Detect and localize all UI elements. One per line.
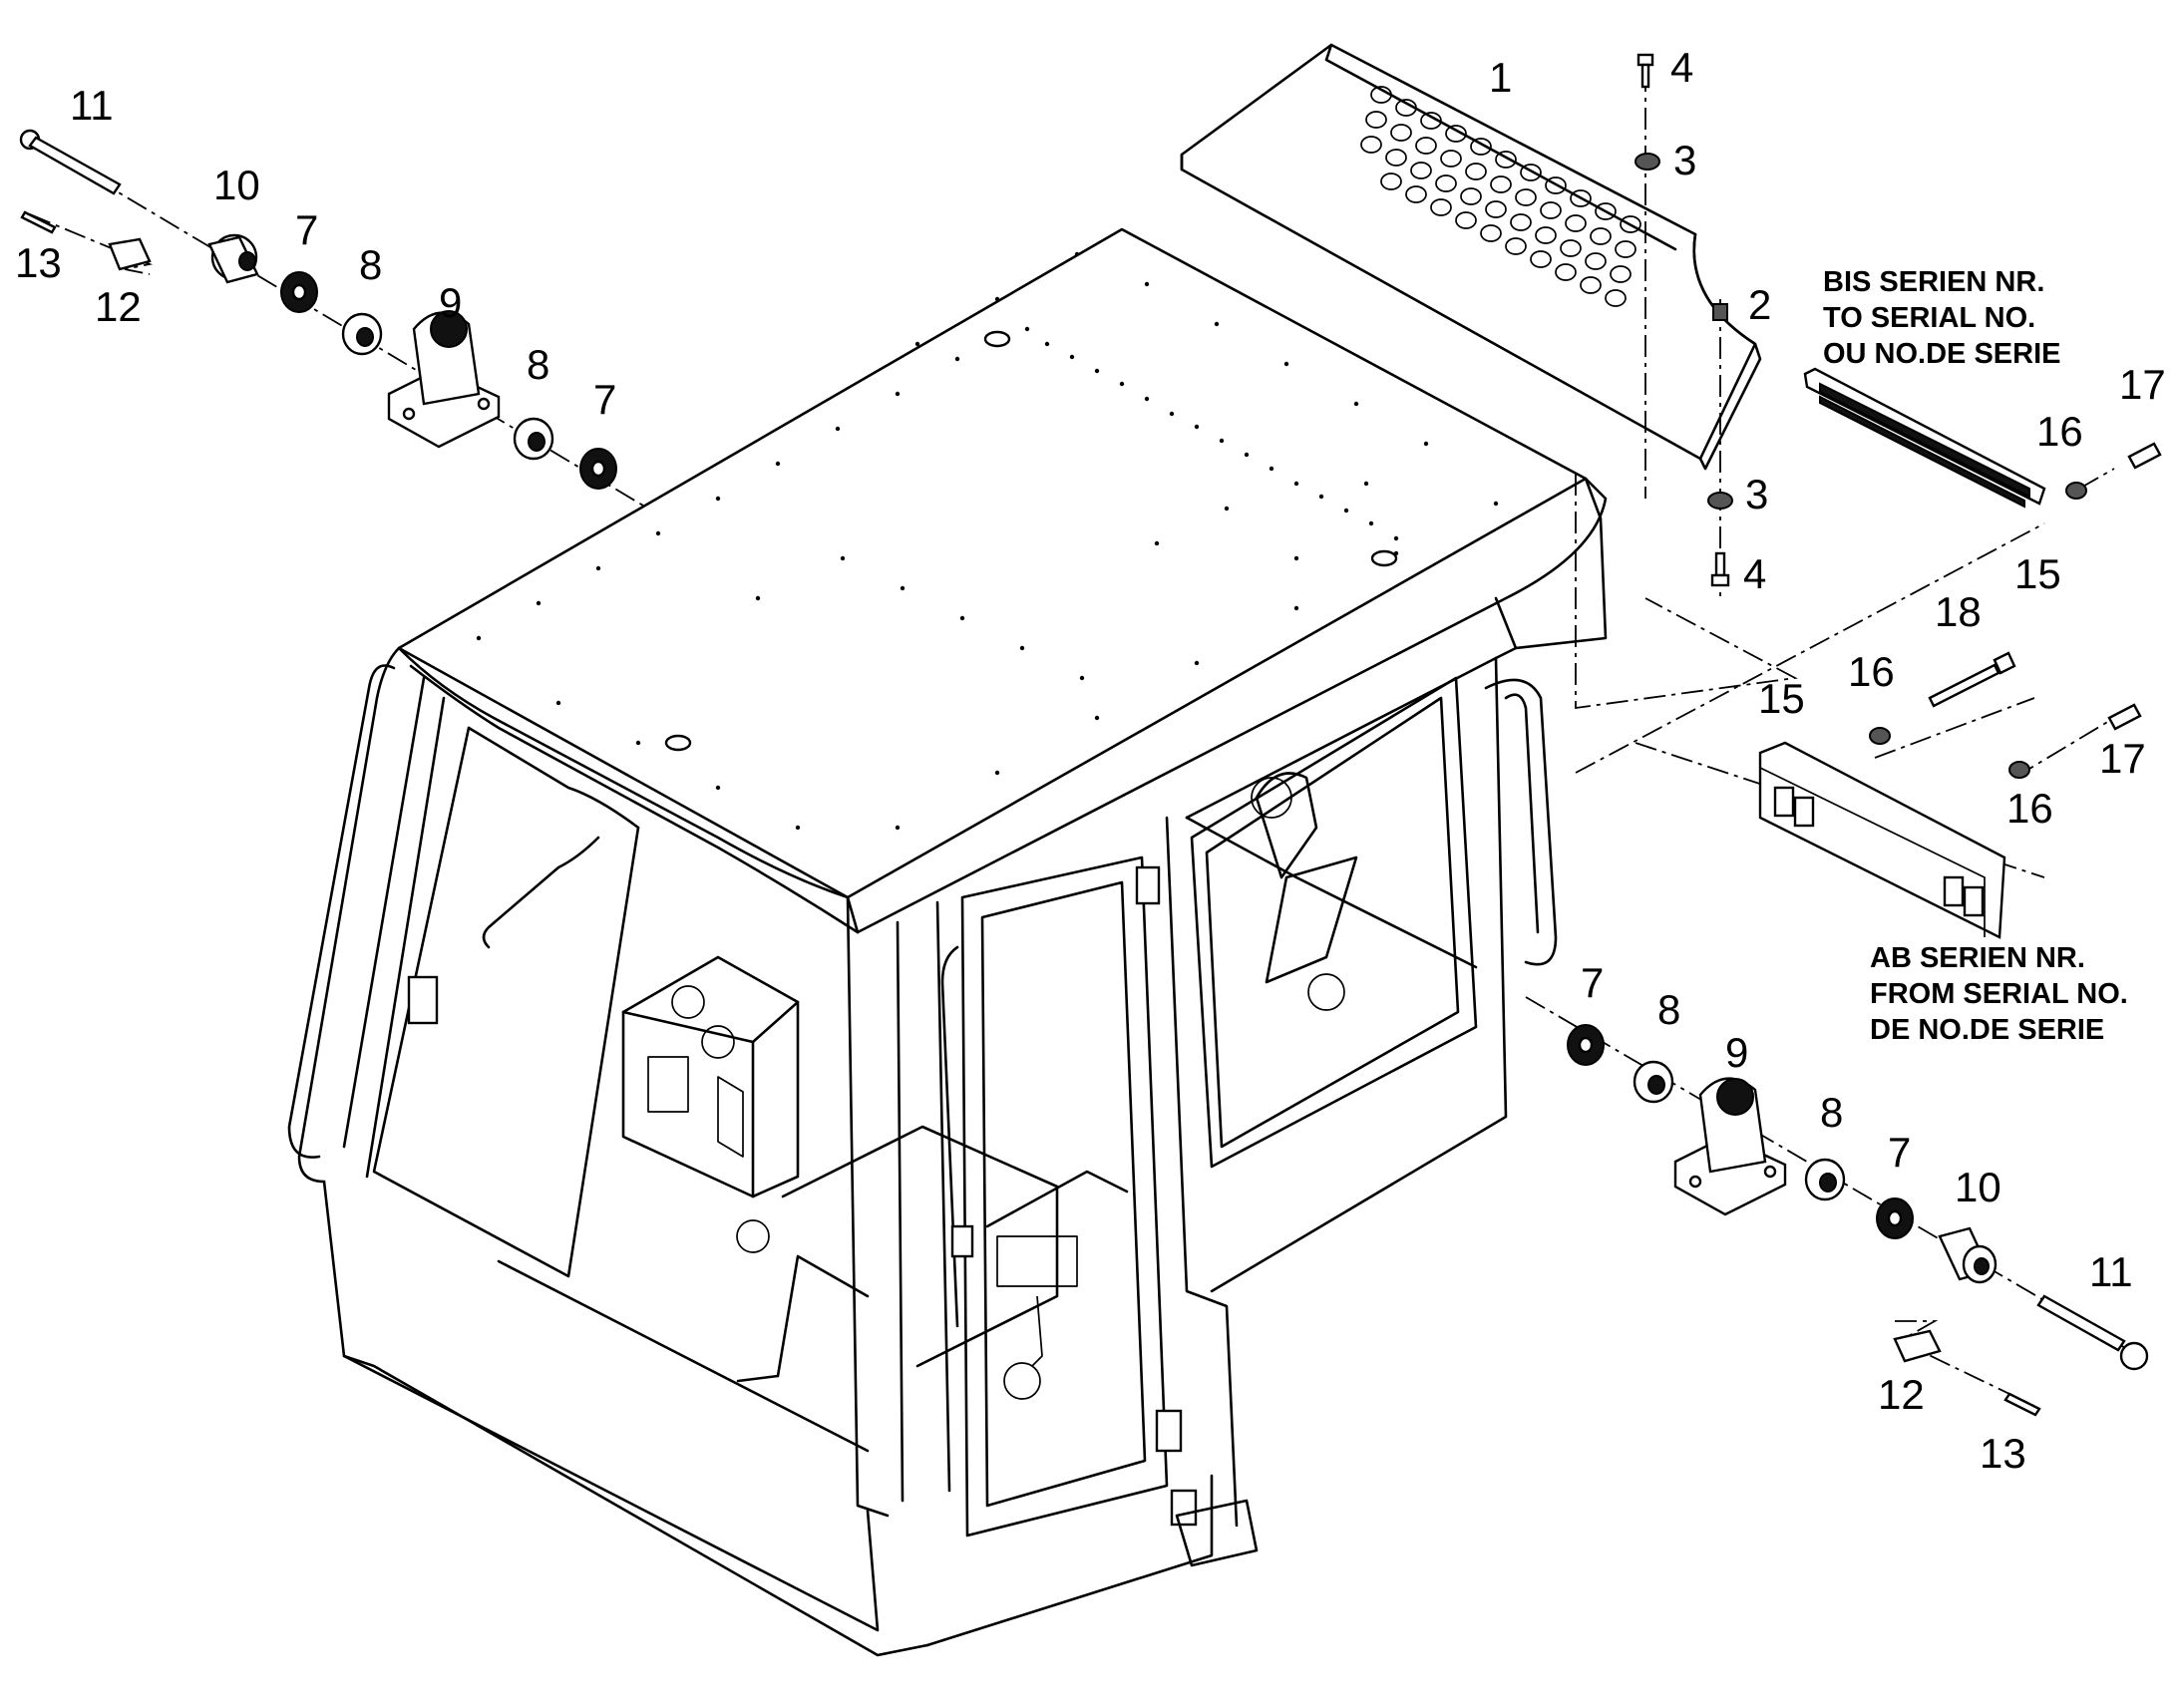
callout-3-upper: 3 <box>1673 137 1696 183</box>
callout-9-right: 9 <box>1725 1029 1748 1076</box>
right-mount-assembly <box>1525 996 2149 1417</box>
callout-16-top: 16 <box>2036 408 2083 455</box>
note-before-serial: BIS SERIEN NR. TO SERIAL NO. OU NO.DE SE… <box>1823 266 2061 370</box>
callout-13-left: 13 <box>15 239 62 286</box>
callout-12-right: 12 <box>1878 1371 1925 1418</box>
grille-cover <box>1180 43 1762 471</box>
side-panels <box>1575 367 2162 939</box>
callout-16-low: 16 <box>2006 785 2053 832</box>
note-from-serial: AB SERIEN NR. FROM SERIAL NO. DE NO.DE S… <box>1870 942 2128 1046</box>
note-before-serial-line-2: TO SERIAL NO. <box>1823 302 2035 334</box>
callout-4-upper: 4 <box>1670 44 1693 91</box>
callout-16-mid: 16 <box>1848 648 1895 695</box>
callout-15-flat: 15 <box>2014 550 2061 597</box>
note-before-serial-line-3: OU NO.DE SERIE <box>1823 338 2061 370</box>
callout-4-lower: 4 <box>1743 550 1766 597</box>
callout-17-top: 17 <box>2119 361 2166 408</box>
grille-holes <box>1360 86 1641 307</box>
note-before-serial-line-1: BIS SERIEN NR. <box>1823 266 2044 298</box>
callout-1: 1 <box>1489 54 1512 101</box>
callout-8-right-a: 8 <box>1657 986 1680 1033</box>
note-from-serial-line-2: FROM SERIAL NO. <box>1870 978 2128 1010</box>
callout-3-lower: 3 <box>1745 471 1768 517</box>
callout-11-right: 11 <box>2089 1248 2133 1295</box>
callout-labels: 1 2 3 3 4 4 7 7 7 7 8 8 8 8 9 9 10 10 11… <box>15 44 2166 1477</box>
roof-rivet-dots <box>476 251 1499 831</box>
roof-fasteners <box>1635 53 1733 598</box>
callout-7-right-a: 7 <box>1581 959 1604 1006</box>
callout-8-right-b: 8 <box>1820 1089 1843 1136</box>
callout-10-right: 10 <box>1955 1164 2001 1210</box>
callout-7-left-b: 7 <box>593 376 616 423</box>
callout-8-left-a: 8 <box>359 241 382 288</box>
callout-2: 2 <box>1748 281 1771 328</box>
callout-17-low: 17 <box>2099 735 2146 782</box>
callout-12-left: 12 <box>95 283 142 330</box>
callout-8-left-b: 8 <box>527 341 549 388</box>
callout-7-left-a: 7 <box>295 206 318 253</box>
callout-13-right: 13 <box>1980 1430 2026 1477</box>
left-mount-assembly <box>19 129 649 510</box>
callout-7-right-b: 7 <box>1888 1129 1911 1176</box>
callout-11-left: 11 <box>70 82 114 129</box>
cab-body <box>287 227 1608 1657</box>
callout-9-left: 9 <box>439 279 462 326</box>
callout-18: 18 <box>1935 588 1982 635</box>
note-from-serial-line-1: AB SERIEN NR. <box>1870 942 2085 974</box>
callout-10-left: 10 <box>213 162 260 208</box>
note-from-serial-line-3: DE NO.DE SERIE <box>1870 1014 2104 1046</box>
callout-15-box: 15 <box>1758 675 1805 722</box>
